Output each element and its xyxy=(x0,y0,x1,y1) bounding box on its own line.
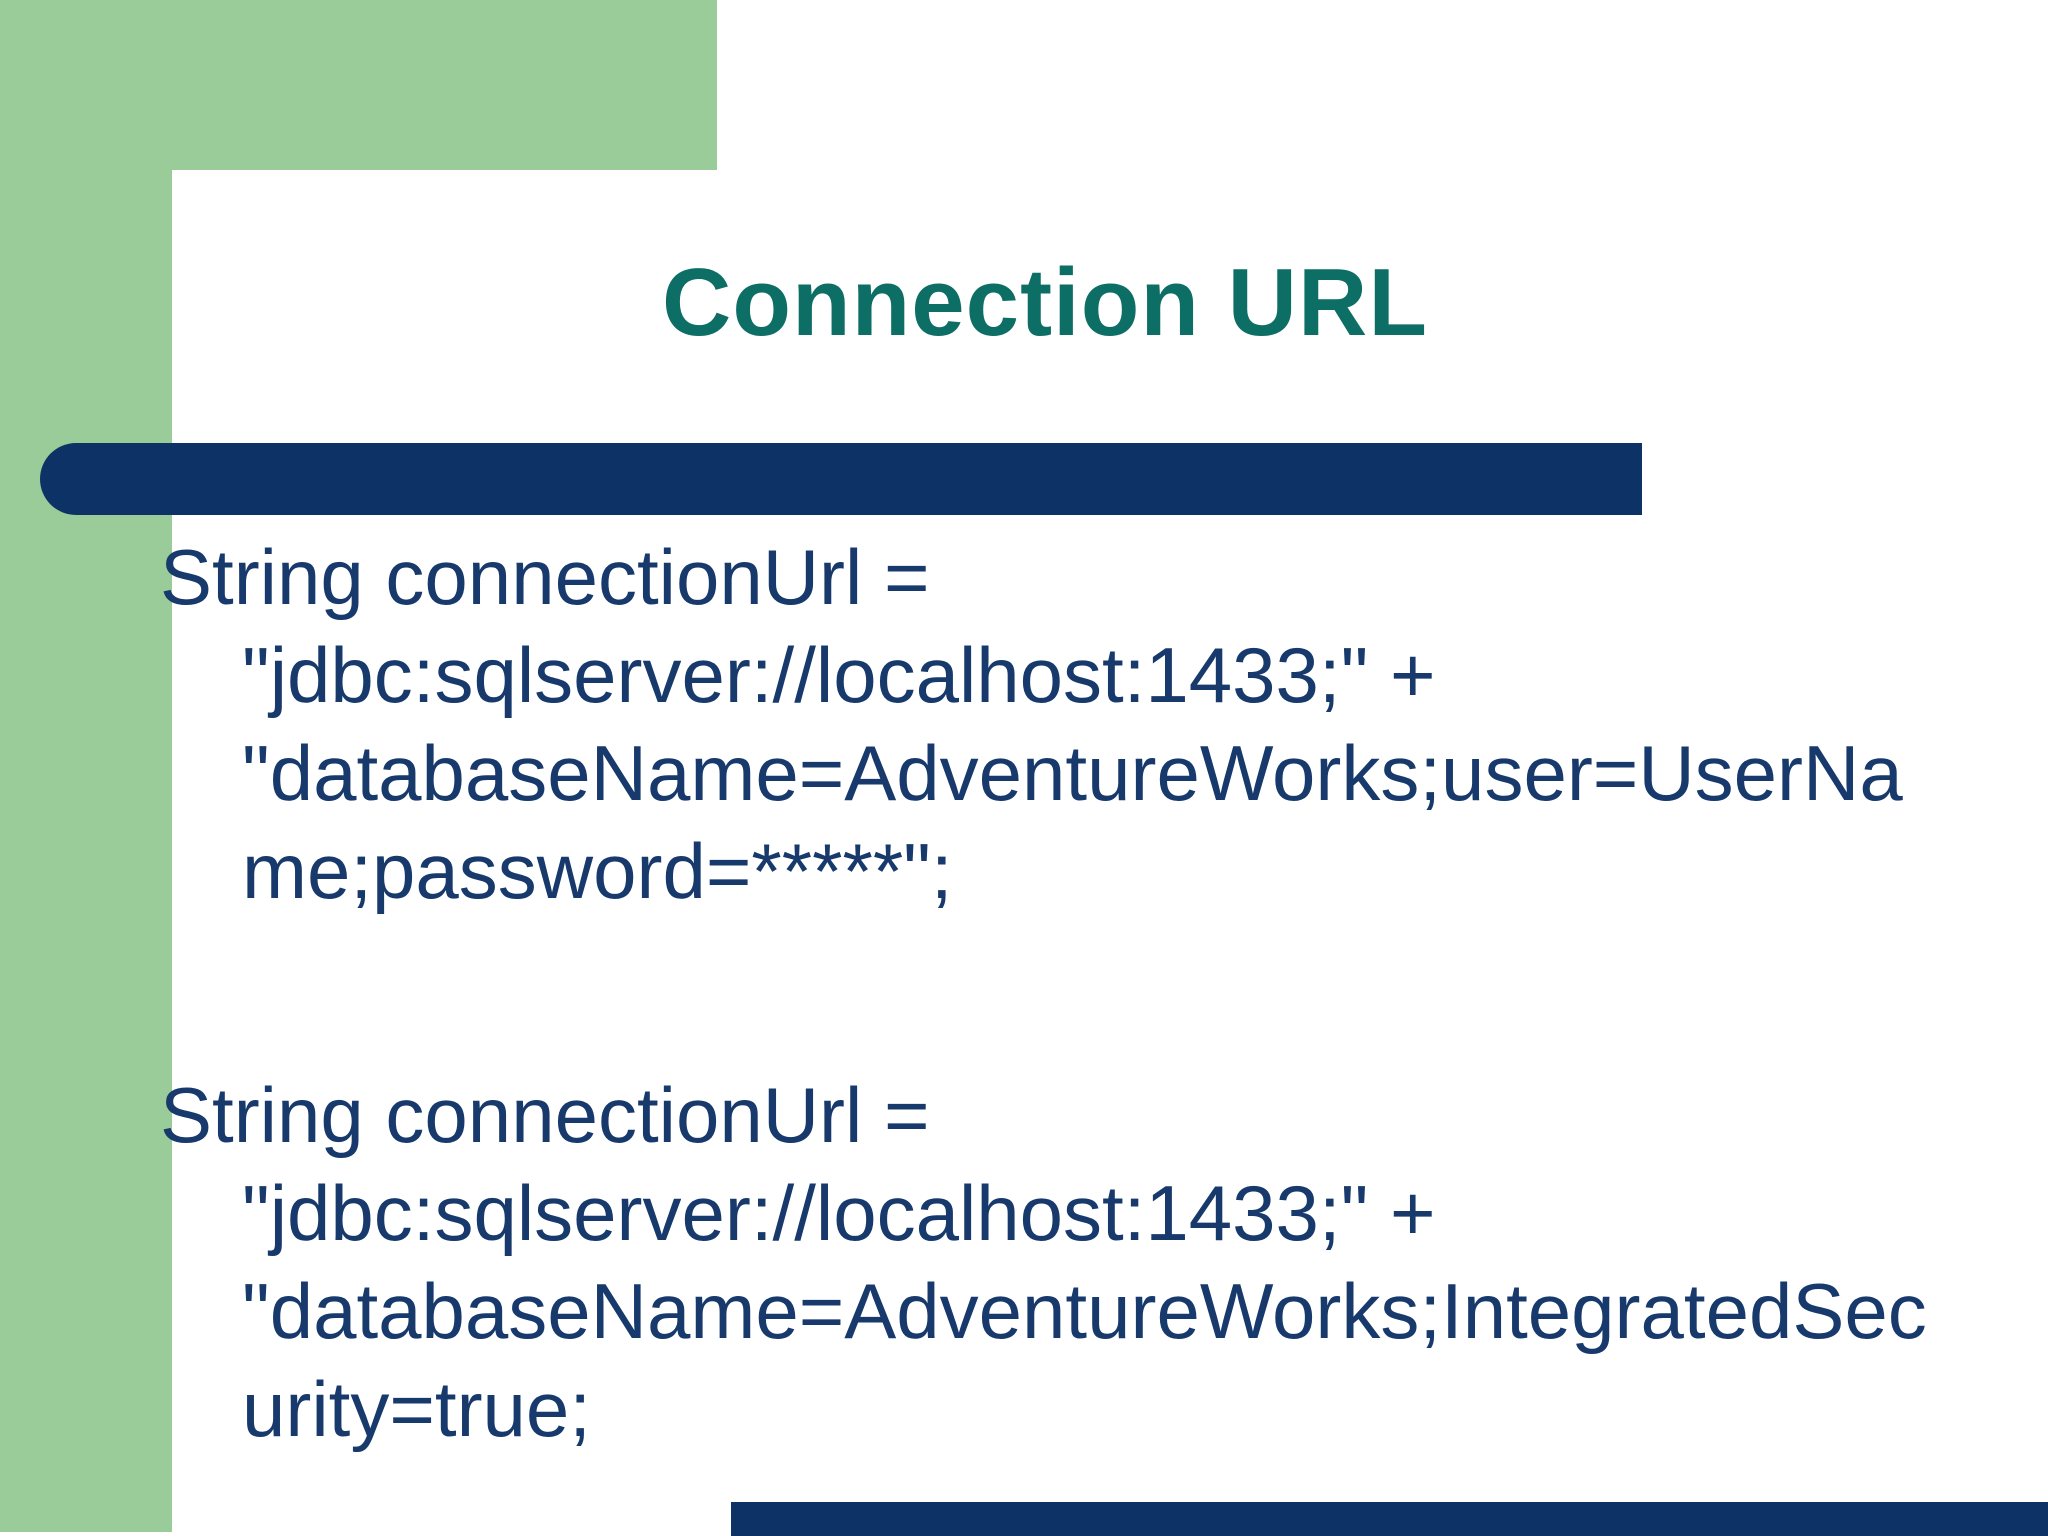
code-block-username-password: String connectionUrl = "jdbc:sqlserver:/… xyxy=(160,528,1903,920)
code-line: me;password=*****"; xyxy=(242,827,953,915)
code-line: String connectionUrl = xyxy=(160,1071,930,1159)
content-panel xyxy=(172,170,2048,1536)
code-line: "jdbc:sqlserver://localhost:1433;" + xyxy=(242,631,1436,719)
code-line: "jdbc:sqlserver://localhost:1433;" + xyxy=(242,1169,1436,1257)
slide-title: Connection URL xyxy=(662,249,1428,356)
top-left-green-block xyxy=(0,0,717,170)
title-underline-bar xyxy=(40,443,1642,515)
left-green-band xyxy=(0,0,172,1532)
code-line: "databaseName=AdventureWorks;IntegratedS… xyxy=(242,1267,1927,1355)
code-line: String connectionUrl = xyxy=(160,533,930,621)
code-block-integrated-security: String connectionUrl = "jdbc:sqlserver:/… xyxy=(160,1066,1927,1458)
code-line: urity=true; xyxy=(242,1365,591,1453)
code-line: "databaseName=AdventureWorks;user=UserNa xyxy=(242,729,1903,817)
bottom-accent-bar xyxy=(731,1502,2048,1536)
